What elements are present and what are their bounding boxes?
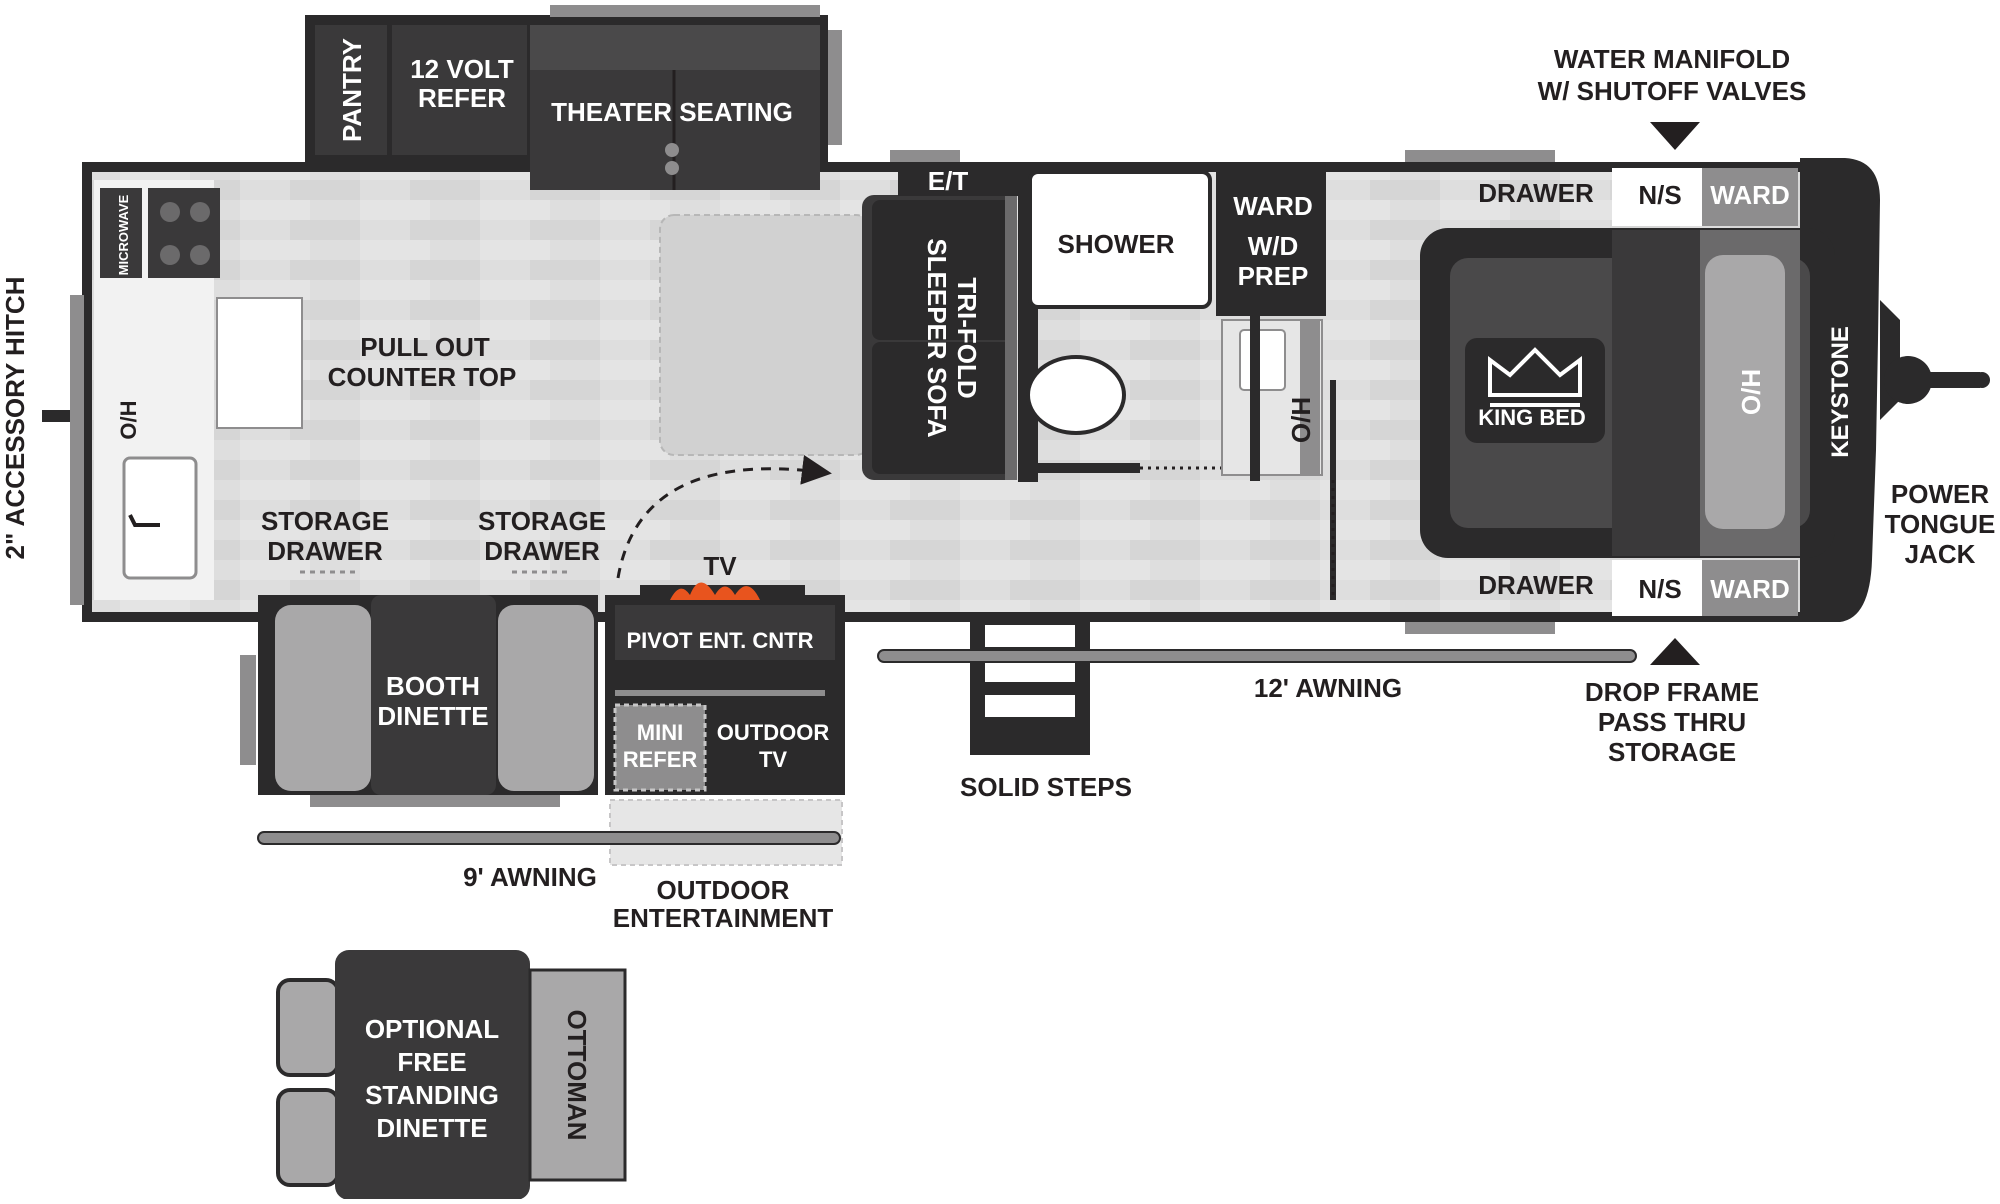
outdoor-ent-line2: ENTERTAINMENT xyxy=(613,903,834,933)
water-manifold-arrow xyxy=(1650,122,1700,150)
power-jack-line1: POWER xyxy=(1891,479,1989,509)
bottom-slide xyxy=(240,570,598,807)
mini-refer-line1: MINI xyxy=(637,720,683,745)
twelve-awning-label: 12' AWNING xyxy=(1254,673,1402,703)
refer-12v-line1: 12 VOLT xyxy=(410,54,514,84)
outdoor-ent-line1: OUTDOOR xyxy=(657,875,790,905)
outdoor-tv-line2: TV xyxy=(759,747,787,772)
power-jack-line3: JACK xyxy=(1905,539,1976,569)
ns-top-label: N/S xyxy=(1638,180,1681,210)
et-label: E/T xyxy=(928,166,969,196)
tri-fold-sleeper-sofa xyxy=(862,195,1017,480)
kitchen-area xyxy=(70,180,303,605)
solid-steps-label: SOLID STEPS xyxy=(960,772,1132,802)
twelve-foot-awning xyxy=(877,649,1637,663)
optional-dinette xyxy=(276,950,627,1200)
water-manifold-line1: WATER MANIFOLD xyxy=(1554,44,1790,74)
bathroom xyxy=(1018,162,1336,600)
optional-line4: DINETTE xyxy=(376,1113,487,1143)
storage-drawer-1-line2: DRAWER xyxy=(267,536,383,566)
sofa-line1: TRI-FOLD xyxy=(952,277,982,398)
storage-drawer-1-line1: STORAGE xyxy=(261,506,389,536)
drawer-bottom-label: DRAWER xyxy=(1478,570,1594,600)
drop-frame-line3: STORAGE xyxy=(1608,737,1736,767)
top-slide xyxy=(305,5,842,190)
microwave-label: MICROWAVE xyxy=(116,194,131,275)
ward-wd-line3: PREP xyxy=(1238,261,1309,291)
outdoor-tv-line1: OUTDOOR xyxy=(717,720,830,745)
fireplace-flame-icon xyxy=(670,582,760,600)
mini-refer-line2: REFER xyxy=(623,747,698,772)
pull-out-line1: PULL OUT xyxy=(360,332,490,362)
sofa-line2: SLEEPER SOFA xyxy=(922,238,952,438)
optional-line1: OPTIONAL xyxy=(365,1014,499,1044)
nine-foot-awning xyxy=(257,831,841,845)
power-tongue-jack xyxy=(1884,356,1990,404)
oh-right-label: O/H xyxy=(1736,369,1766,415)
pantry-label: PANTRY xyxy=(337,38,367,142)
ottoman-label: OTTOMAN xyxy=(562,1010,592,1141)
pivot-ent-label: PIVOT ENT. CNTR xyxy=(626,628,813,653)
oh-left-label: O/H xyxy=(116,400,141,439)
shower-label: SHOWER xyxy=(1058,229,1175,259)
ward-bottom-label: WARD xyxy=(1710,574,1789,604)
drop-frame-line1: DROP FRAME xyxy=(1585,677,1759,707)
tv-label: TV xyxy=(703,551,737,581)
et-unit xyxy=(898,162,1018,196)
theater-seating-label: THEATER SEATING xyxy=(551,97,793,127)
storage-drawer-2-line1: STORAGE xyxy=(478,506,606,536)
drawer-top-label: DRAWER xyxy=(1478,178,1594,208)
brand-label: KEYSTONE xyxy=(1827,326,1854,458)
ns-bottom-label: N/S xyxy=(1638,574,1681,604)
ward-top-label: WARD xyxy=(1710,180,1789,210)
booth-dinette-line1: BOOTH xyxy=(386,671,480,701)
et-window xyxy=(890,150,960,162)
door-swing-arrow xyxy=(616,454,832,579)
drop-frame-line2: PASS THRU xyxy=(1598,707,1746,737)
optional-line3: STANDING xyxy=(365,1080,499,1110)
king-bed-label: KING BED xyxy=(1478,405,1586,430)
bedroom xyxy=(1405,150,1835,634)
ward-wd-line2: W/D xyxy=(1248,231,1299,261)
booth-dinette-line2: DINETTE xyxy=(377,701,488,731)
oh-bath-label: O/H xyxy=(1286,397,1316,443)
refer-12v-line2: REFER xyxy=(418,83,506,113)
pull-out-line2: COUNTER TOP xyxy=(328,362,517,392)
floor-open-area xyxy=(659,214,871,456)
crown-icon xyxy=(1488,347,1582,397)
accessory-hitch-label: 2" ACCESSORY HITCH xyxy=(0,277,30,560)
storage-drawer-2-line2: DRAWER xyxy=(484,536,600,566)
drop-frame-arrow xyxy=(1650,638,1700,665)
nine-awning-label: 9' AWNING xyxy=(463,862,597,892)
power-jack-line2: TONGUE xyxy=(1885,509,1996,539)
water-manifold-line2: W/ SHUTOFF VALVES xyxy=(1538,76,1807,106)
ward-wd-line1: WARD xyxy=(1233,191,1312,221)
solid-steps xyxy=(970,615,1090,755)
optional-line2: FREE xyxy=(397,1047,466,1077)
